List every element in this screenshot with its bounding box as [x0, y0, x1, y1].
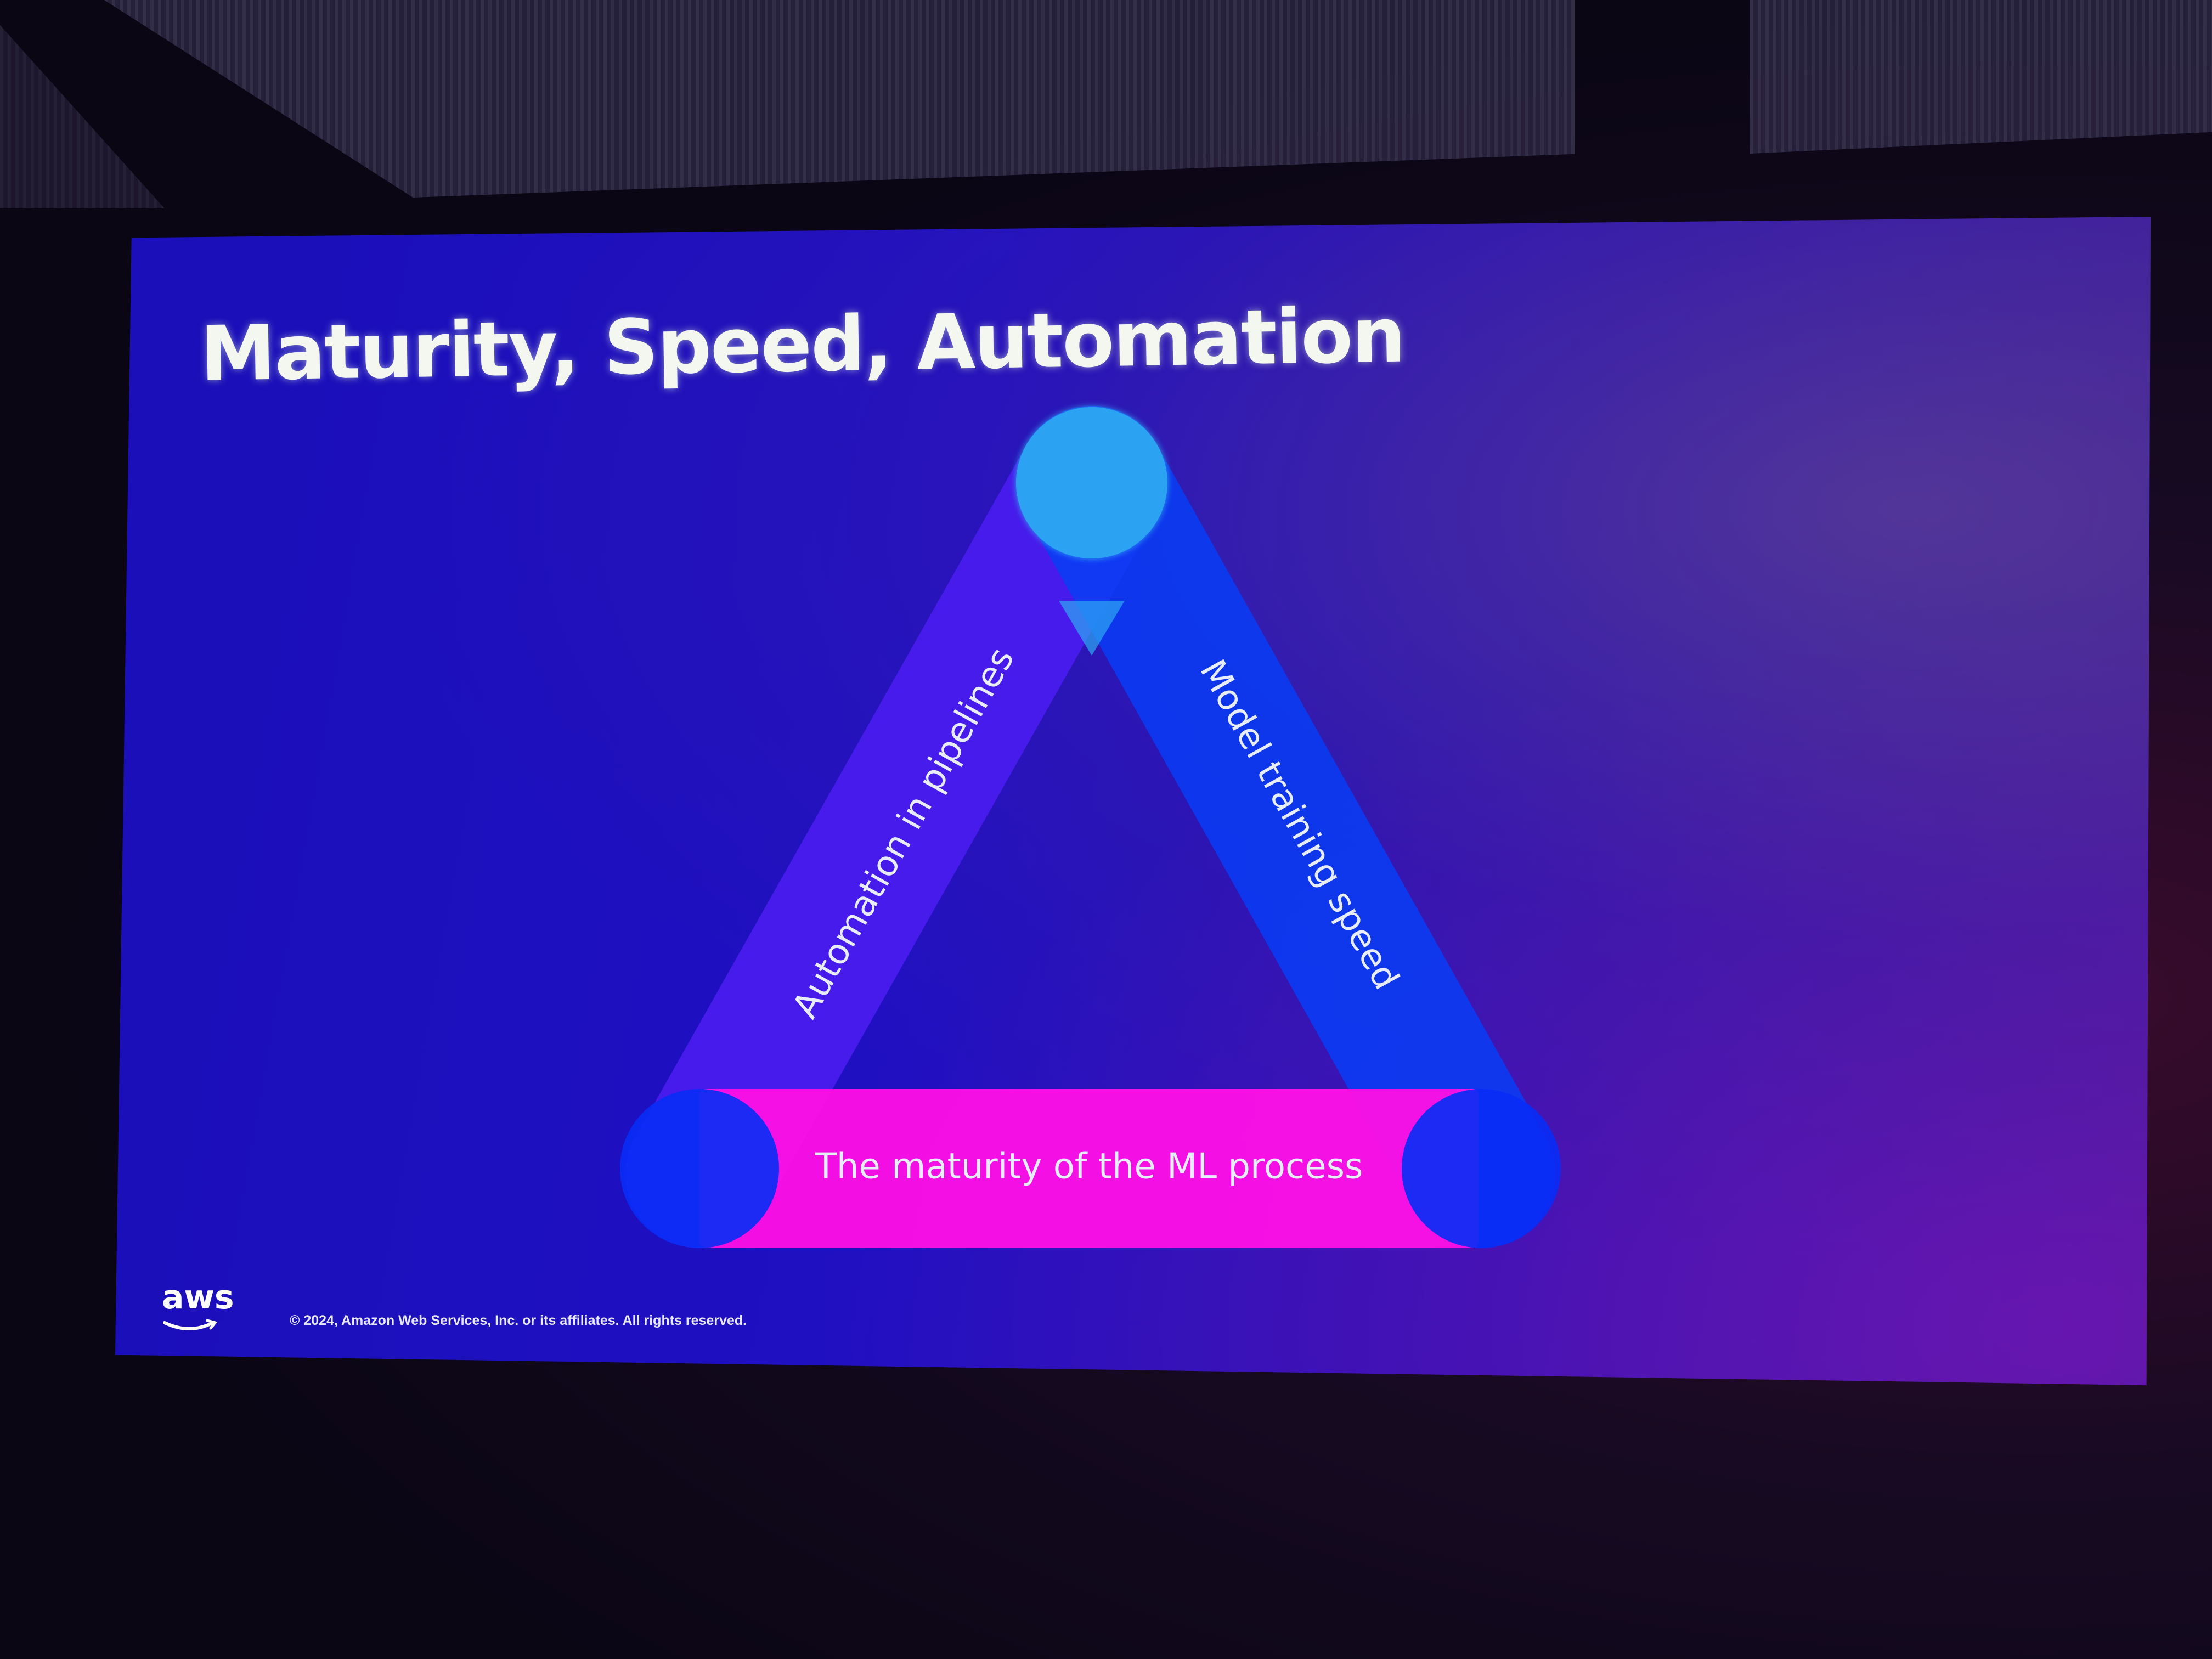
bottom-bar-shape [699, 1089, 1479, 1248]
aws-smile-icon [163, 1319, 217, 1330]
bottom-left-cap [620, 1089, 779, 1248]
copyright-notice: © 2024, Amazon Web Services, Inc. or its… [290, 1313, 747, 1328]
left-bar-shape [625, 406, 1166, 1248]
bottom-bar-maturity: The maturity of the ML process [699, 1089, 1479, 1248]
apex-overlap-accent [1059, 601, 1125, 656]
right-bar-shape [1018, 406, 1555, 1248]
ceiling-panel-left [104, 0, 1575, 198]
projected-slide: Maturity, Speed, Automation Automation i… [115, 217, 2151, 1385]
left-bar-automation: Automation in pipelines [625, 406, 1166, 1248]
apex-cap [1016, 407, 1167, 558]
triangle-diagram: Automation in pipelines Model training s… [620, 406, 1561, 1248]
right-bar-speed: Model training speed [1018, 406, 1555, 1248]
aws-logo: aws [162, 1278, 234, 1317]
ceiling-panel-right [1750, 0, 2212, 154]
bottom-right-cap [1402, 1089, 1561, 1248]
ceiling-panel-far-left [0, 25, 165, 208]
bottom-bar-label: The maturity of the ML process [815, 1147, 1363, 1187]
